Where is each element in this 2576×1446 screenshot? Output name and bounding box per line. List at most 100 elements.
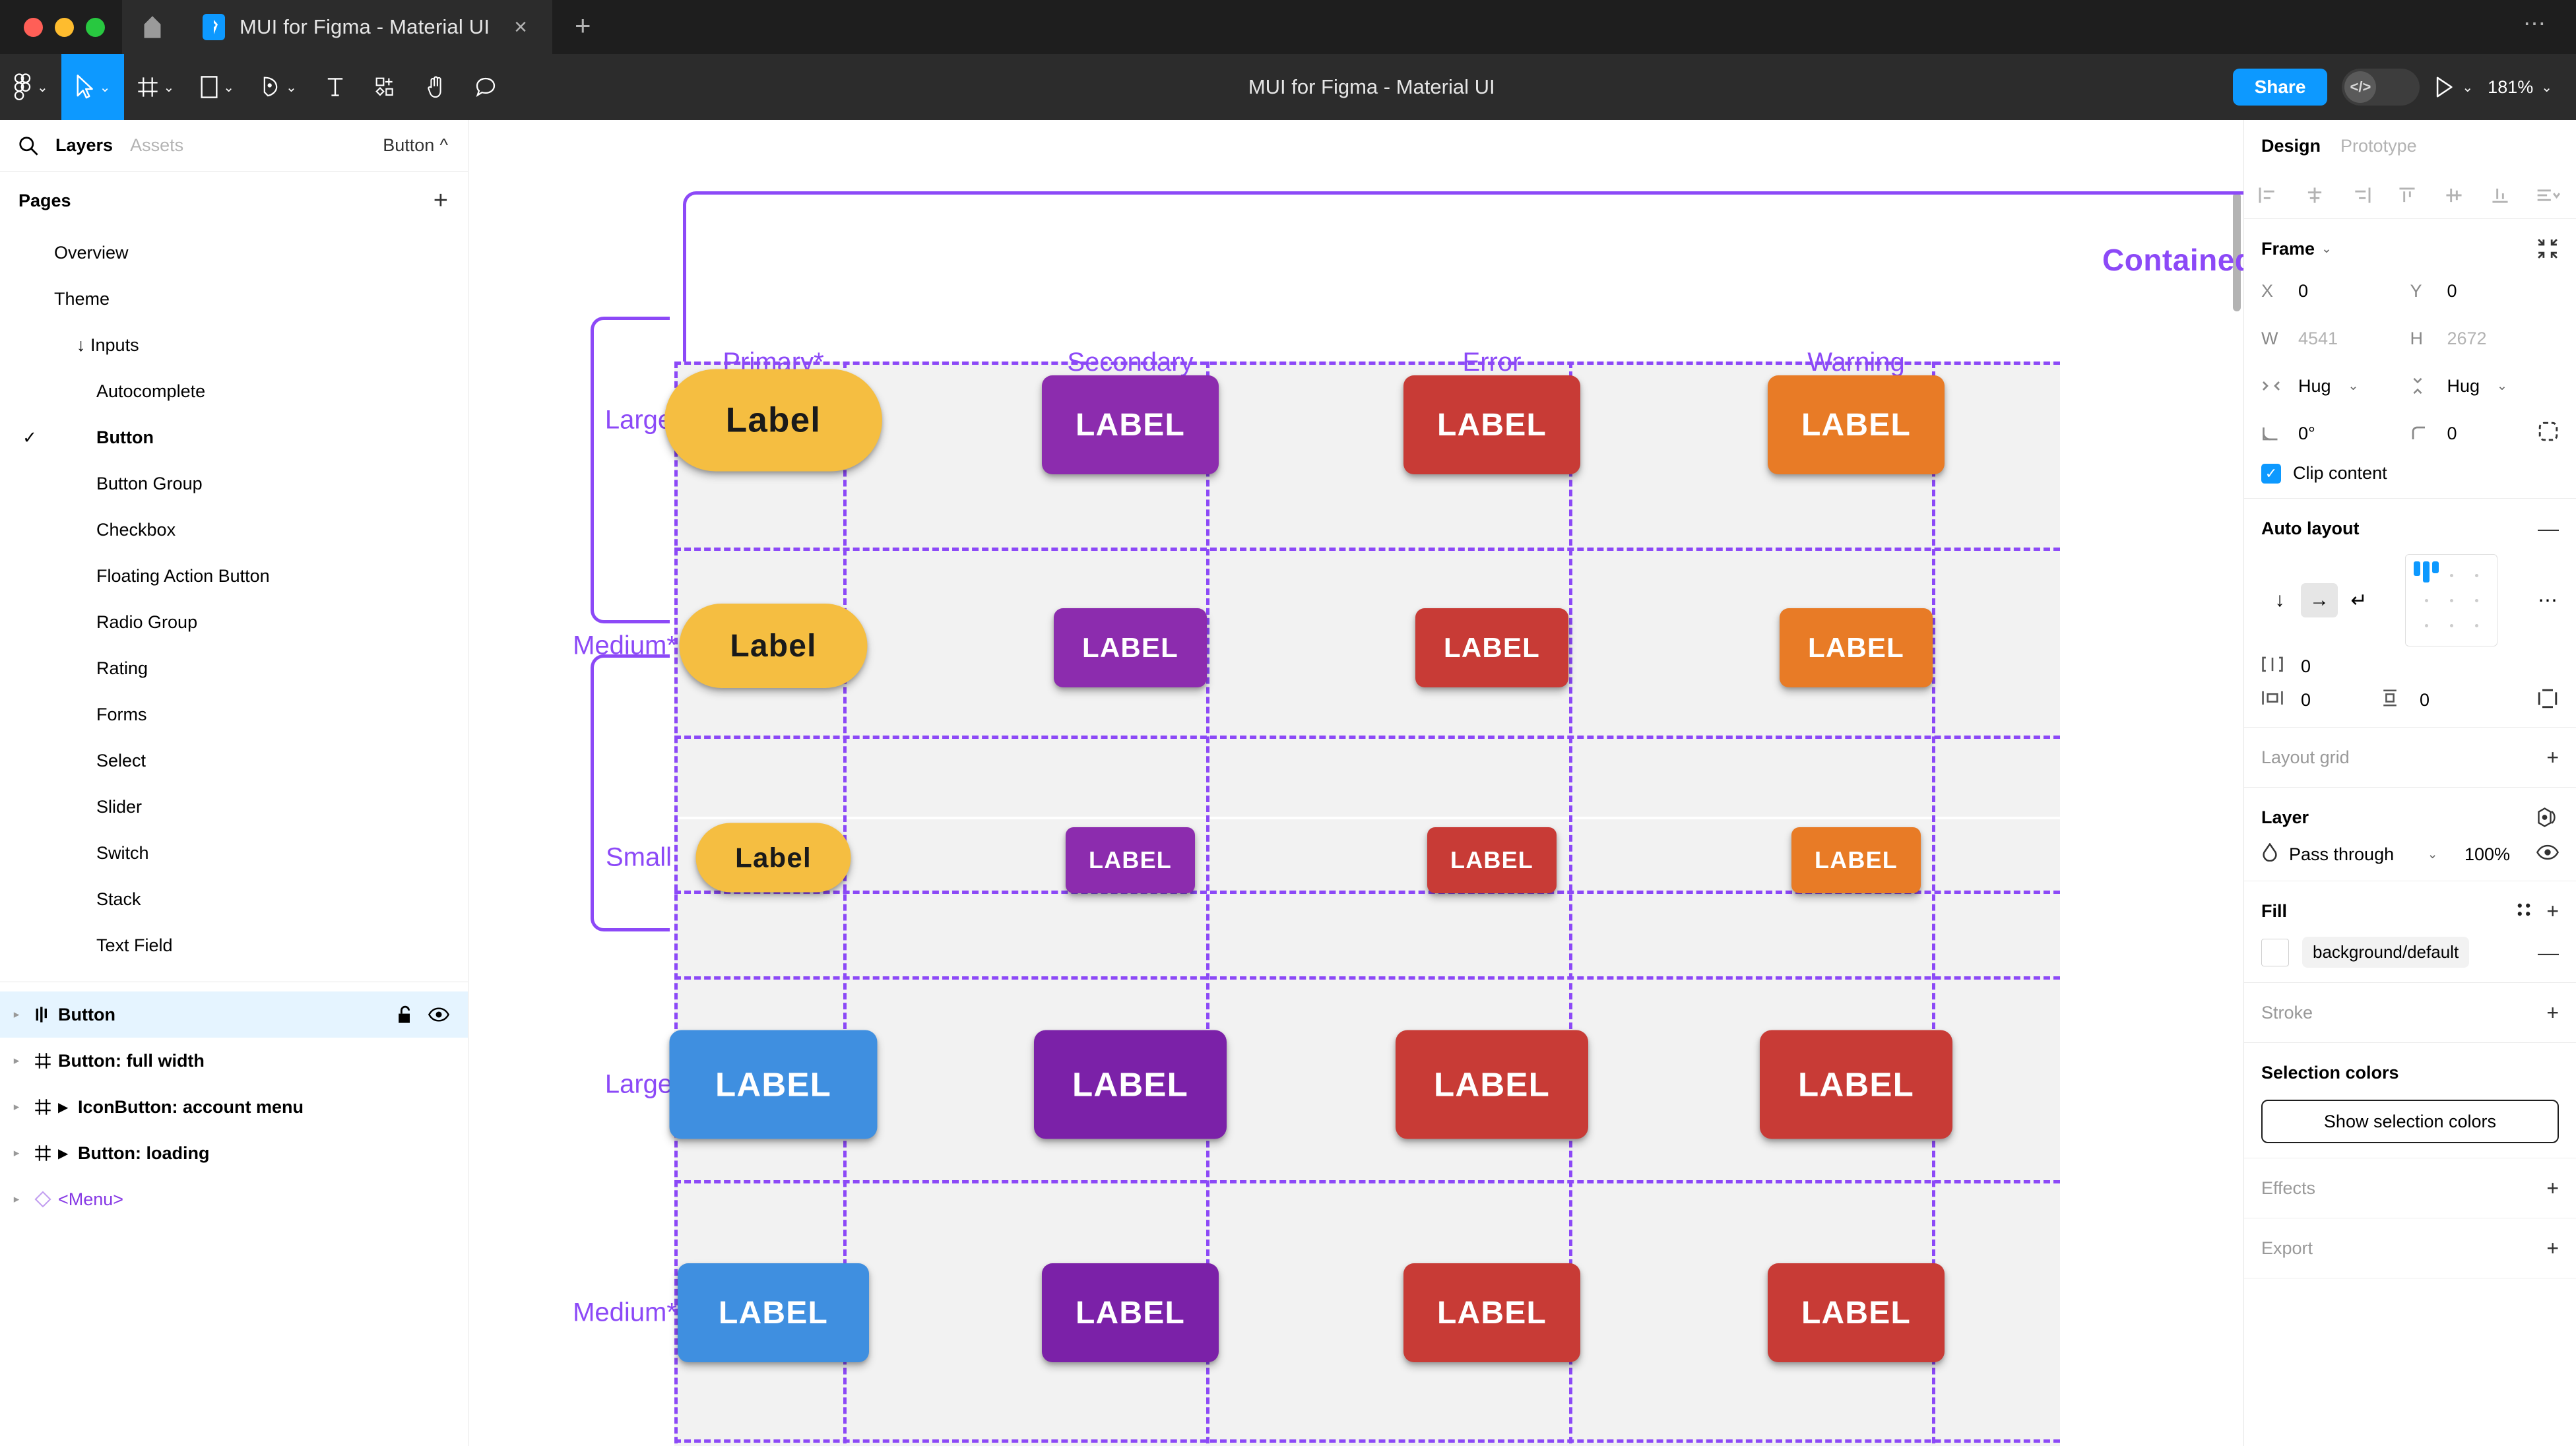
apply-style-button[interactable] (2515, 900, 2533, 922)
align-top-icon[interactable] (2397, 187, 2417, 204)
button-primary-medium[interactable]: Label (679, 604, 868, 688)
button-secondary-large[interactable]: LABEL (1042, 375, 1219, 474)
move-tool-button[interactable]: ⌄ (61, 54, 124, 120)
layer-settings-button[interactable] (2536, 807, 2559, 827)
expand-caret-icon[interactable]: ▸ (13, 1100, 20, 1113)
unlock-icon[interactable] (397, 1005, 414, 1024)
present-button[interactable]: ⌄ (2434, 76, 2473, 98)
resources-tool-button[interactable] (360, 54, 410, 120)
direction-horizontal-button[interactable]: → (2301, 583, 2338, 617)
page-item-checkbox[interactable]: Checkbox (0, 507, 468, 553)
distribute-menu-icon[interactable] (2536, 187, 2561, 204)
page-item-theme[interactable]: Theme (0, 276, 468, 322)
button-error-medium[interactable]: LABEL (1415, 608, 1568, 687)
opacity-value[interactable]: 100% (2464, 844, 2510, 864)
page-item-stack[interactable]: Stack (0, 876, 468, 922)
layer-row-iconbutton-account-menu[interactable]: ▸ ▶ IconButton: account menu (0, 1084, 468, 1130)
shape-tool-button[interactable]: ⌄ (187, 54, 247, 120)
frame-corner-radius-field[interactable]: 0 (2410, 413, 2560, 454)
show-selection-colors-button[interactable]: Show selection colors (2261, 1100, 2559, 1143)
align-left-icon[interactable] (2259, 187, 2278, 204)
layer-row-button-full-width[interactable]: ▸ Button: full width (0, 1038, 468, 1084)
expand-caret-icon[interactable]: ▸ (13, 1008, 20, 1021)
page-selector[interactable]: Button ^ (383, 135, 448, 156)
button-outlined-warning-large[interactable]: LABEL (1760, 1030, 1952, 1139)
chevron-down-icon[interactable]: ⌄ (2497, 379, 2507, 393)
frame-rotation-field[interactable]: 0° (2261, 413, 2410, 454)
independent-corners-button[interactable] (2538, 421, 2559, 447)
browser-tab[interactable]: MUI for Figma - Material UI × (183, 0, 552, 54)
add-effect-button[interactable]: + (2546, 1176, 2559, 1200)
frame-x-field[interactable]: X 0 (2261, 270, 2410, 311)
button-outlined-primary-large[interactable]: LABEL (669, 1030, 878, 1139)
add-fill-button[interactable]: + (2546, 899, 2559, 923)
page-item-slider[interactable]: Slider (0, 784, 468, 830)
window-overflow-menu-button[interactable]: ⋯ (2523, 11, 2548, 36)
blend-mode-value[interactable]: Pass through (2289, 844, 2395, 864)
fill-color-swatch[interactable] (2261, 938, 2289, 966)
page-item-overview[interactable]: Overview (0, 230, 468, 276)
dev-mode-toggle[interactable]: </> (2342, 69, 2420, 106)
zoom-level-button[interactable]: 181% ⌄ (2488, 77, 2552, 98)
frame-collapse-button[interactable] (2536, 237, 2559, 260)
button-outlined-warning-medium[interactable]: LABEL (1768, 1263, 1945, 1362)
button-outlined-secondary-large[interactable]: LABEL (1034, 1030, 1227, 1139)
chevron-down-icon[interactable]: ⌄ (2321, 241, 2332, 256)
tab-assets[interactable]: Assets (130, 135, 184, 155)
page-item-forms[interactable]: Forms (0, 691, 468, 738)
frame-tool-button[interactable]: ⌄ (124, 54, 188, 120)
add-export-button[interactable]: + (2546, 1236, 2559, 1260)
align-right-icon[interactable] (2351, 187, 2371, 204)
button-warning-medium[interactable]: LABEL (1780, 608, 1933, 687)
button-outlined-secondary-medium[interactable]: LABEL (1042, 1263, 1219, 1362)
page-item-select[interactable]: Select (0, 738, 468, 784)
layer-row-menu[interactable]: ▸ <Menu> (0, 1176, 468, 1222)
comment-tool-button[interactable] (461, 54, 511, 120)
expand-caret-icon[interactable]: ▸ (13, 1054, 20, 1067)
alignment-grid-picker[interactable] (2405, 554, 2497, 646)
text-tool-button[interactable] (310, 54, 360, 120)
add-layout-grid-button[interactable]: + (2546, 745, 2559, 769)
maximize-window-button[interactable] (86, 18, 105, 37)
expand-caret-icon[interactable]: ▸ (13, 1147, 20, 1159)
expand-caret-icon[interactable]: ▸ (13, 1193, 20, 1205)
button-warning-large[interactable]: LABEL (1768, 375, 1945, 474)
pen-tool-button[interactable]: ⌄ (247, 54, 310, 120)
direction-wrap-button[interactable]: ↵ (2350, 589, 2367, 612)
frame-y-field[interactable]: Y 0 (2410, 270, 2560, 311)
hand-tool-button[interactable] (410, 54, 461, 120)
add-stroke-button[interactable]: + (2546, 1001, 2559, 1024)
frame-width-field[interactable]: W 4541 (2261, 318, 2410, 359)
remove-fill-button[interactable]: — (2538, 940, 2559, 964)
chevron-down-icon[interactable]: ⌄ (2427, 848, 2438, 862)
button-primary-large[interactable]: Label (664, 369, 882, 472)
page-item-button-group[interactable]: Button Group (0, 460, 468, 507)
layer-visibility-toggle[interactable] (2536, 844, 2559, 865)
tab-design[interactable]: Design (2261, 135, 2321, 156)
layer-row-button[interactable]: ▸ Button (0, 991, 468, 1038)
button-error-large[interactable]: LABEL (1403, 375, 1580, 474)
gap-field[interactable]: 0 (2261, 656, 2373, 677)
add-page-button[interactable]: + (433, 187, 448, 214)
button-primary-small[interactable]: Label (695, 823, 851, 893)
close-window-button[interactable] (24, 18, 43, 37)
page-item-text-field[interactable]: Text Field (0, 922, 468, 968)
button-outlined-error-large[interactable]: LABEL (1396, 1030, 1588, 1139)
chevron-down-icon[interactable]: ⌄ (2348, 379, 2359, 393)
align-horizontal-center-icon[interactable] (2305, 187, 2325, 204)
direction-vertical-button[interactable]: ↓ (2274, 589, 2285, 611)
align-bottom-icon[interactable] (2490, 187, 2510, 204)
page-item-rating[interactable]: Rating (0, 645, 468, 691)
minimize-window-button[interactable] (55, 18, 74, 37)
canvas-vertical-scrollbar[interactable] (2233, 193, 2241, 311)
new-tab-button[interactable]: + (575, 10, 591, 41)
button-warning-small[interactable]: LABEL (1791, 827, 1921, 893)
layer-row-button-loading[interactable]: ▸ ▶ Button: loading (0, 1130, 468, 1176)
page-item-switch[interactable]: Switch (0, 830, 468, 876)
frame-horizontal-resizing[interactable]: Hug ⌄ (2261, 365, 2410, 406)
page-item-inputs[interactable]: ↓ Inputs (0, 322, 468, 368)
page-item-radio-group[interactable]: Radio Group (0, 599, 468, 645)
page-item-autocomplete[interactable]: Autocomplete (0, 368, 468, 414)
clip-content-checkbox[interactable]: ✓ (2261, 463, 2281, 484)
button-secondary-small[interactable]: LABEL (1066, 827, 1195, 893)
